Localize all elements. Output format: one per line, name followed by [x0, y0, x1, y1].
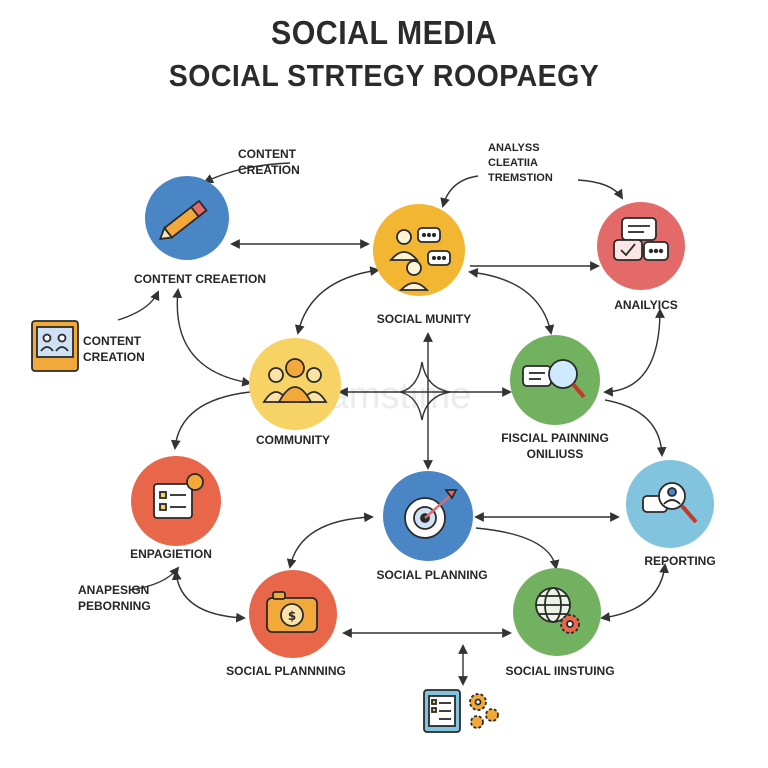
arrow-left-creation: [117, 290, 160, 321]
label-analytics: ANAILYICS: [614, 298, 678, 312]
node-engagement: [131, 456, 221, 546]
label-social-insting: SOCIAL IINSTUING: [505, 664, 615, 678]
node-fisial-planning: [510, 335, 600, 425]
node-analytics: [597, 202, 685, 290]
connectors: [117, 162, 669, 686]
target-icon: [404, 489, 458, 539]
center-star: [399, 361, 451, 421]
arrow-planning-to-insting: [475, 527, 560, 570]
arrow-analyss-to-munity: [440, 175, 479, 208]
community-people-icon: [262, 358, 328, 403]
node-reporting: [626, 460, 714, 548]
node-social-insting: [513, 568, 601, 656]
chat-people-icon: [389, 227, 451, 291]
label-reporting: REPORTING: [644, 554, 716, 568]
tablet-users-icon: [31, 320, 79, 372]
label-content-creation-top: CONTENT CREATION: [238, 147, 300, 177]
magnifier-chat-icon: [522, 359, 586, 399]
arrow-creation-to-community: [172, 288, 252, 387]
arrow-planning-to-camera: [286, 512, 374, 569]
node-content-creation: [145, 176, 229, 260]
document-gears-icon: [423, 689, 499, 733]
label-social-planning-center: SOCIAL PLANNING: [376, 568, 488, 582]
label-content-creation-left: CONTENT CREATION: [83, 334, 145, 364]
checklist-icon: [153, 473, 204, 519]
node-social-plannning: $: [249, 570, 337, 658]
label-social-munity: SOCIAL MUNITY: [376, 312, 472, 326]
title-line-1: SOCIAL MEDIA: [271, 14, 497, 51]
arrow-munity-to-planning: [468, 268, 555, 335]
arrow-content-creation-top: [203, 162, 291, 183]
node-community: [249, 338, 341, 430]
title-line-2: SOCIAL STRTEGY ROOPAEGY: [168, 58, 600, 93]
label-analyss: ANALYSS CLEATIIA TREMSTION: [488, 142, 553, 184]
arrow-planning-to-reporting: [604, 399, 667, 457]
arrow-engagement-to-camera: [171, 570, 246, 623]
label-anapesign: ANAPESIGN PEBORNING: [78, 583, 151, 613]
camera-icon: $: [266, 591, 318, 633]
arrow-munity-to-community: [294, 266, 380, 335]
label-fisial-planning: FISCIAL PAINNING ONILIUSS: [501, 431, 609, 461]
pencil-icon: [158, 199, 208, 241]
user-search-icon: [642, 482, 698, 524]
label-community: COMMUNITY: [256, 433, 330, 447]
node-social-planning: [383, 471, 473, 561]
label-engagement: ENPAGIETION: [130, 547, 212, 561]
arrow-insting-to-reporting: [600, 563, 669, 622]
arrow-analytics-to-planning: [603, 308, 665, 397]
arrow-community-to-engagement: [170, 391, 251, 450]
chat-bubbles-icon: [613, 217, 669, 261]
node-social-munity: [373, 204, 465, 296]
svg-text:$: $: [288, 609, 296, 623]
label-social-plannning-bottom: SOCIAL PLANNNING: [226, 664, 346, 678]
arrow-analyss-to-analytics: [577, 179, 624, 200]
label-content-creation-node: CONTENT CREAETION: [134, 272, 266, 286]
globe-gear-icon: [535, 587, 580, 634]
